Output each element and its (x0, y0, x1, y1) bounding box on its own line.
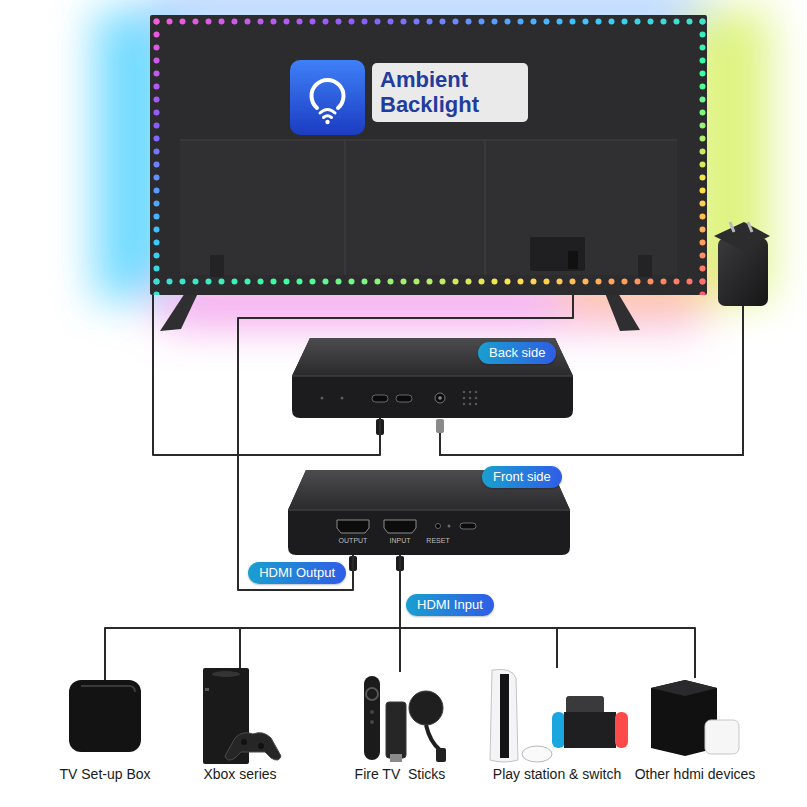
hdmi-head (390, 754, 402, 762)
remote-ring (366, 688, 378, 700)
set-top-box (69, 680, 141, 752)
hdmi-source-art (65, 680, 145, 764)
fire-stick (386, 702, 406, 758)
usb-c-port (372, 395, 388, 402)
joycon-left (552, 712, 565, 748)
hdmi-port (337, 520, 369, 533)
vent-hole (469, 403, 472, 406)
mini-box (705, 720, 739, 754)
side-tag: Front side (482, 466, 562, 488)
box-top (651, 680, 717, 696)
vent-hole (475, 403, 478, 406)
thumbstick (241, 739, 247, 745)
thumbstick (258, 743, 264, 749)
usb-c-port (460, 523, 476, 529)
hdmi-source-art (195, 668, 285, 764)
box-edge (292, 376, 573, 377)
cable (105, 555, 400, 680)
adapter-prong (730, 222, 734, 232)
tv-leg (605, 293, 640, 331)
hdmi-source-art (350, 672, 450, 764)
joycon-right (615, 712, 628, 748)
chromecast-cable (426, 725, 440, 750)
device-caption: Play station & switch (493, 766, 621, 783)
side-tag: Back side (478, 342, 556, 364)
hdmi-port (384, 520, 416, 533)
dc-plug (436, 419, 444, 433)
dc-port (435, 393, 445, 403)
cable-tag: HDMI Input (406, 594, 494, 616)
hdmi-source-art (645, 678, 745, 764)
box-top (292, 338, 573, 376)
remote (364, 676, 380, 760)
cable-tag: HDMI Output (248, 562, 346, 584)
cable (238, 295, 573, 590)
hdmi-source: TV Set-up Box (55, 680, 155, 786)
device-caption: Fire TV Sticks (355, 766, 446, 783)
vent-hole (463, 403, 466, 406)
port-label: INPUT (390, 537, 411, 544)
cable (240, 555, 400, 668)
vent-hole (469, 391, 472, 394)
vent-hole (475, 391, 478, 394)
box-edge (288, 510, 570, 511)
highlight (81, 686, 135, 692)
tv: Ambient Backlight (150, 15, 707, 295)
ps-console (490, 669, 518, 762)
power-adapter (714, 222, 770, 306)
ps-controller (522, 746, 552, 762)
cable (400, 555, 695, 678)
tv-back (150, 15, 707, 295)
power-button (205, 688, 209, 691)
led (448, 525, 451, 528)
adapter-prong (748, 222, 752, 232)
sync-box-back: Back side (292, 338, 573, 418)
vent (212, 671, 240, 677)
switch-screen (564, 712, 616, 748)
hdmi-source: Other hdmi devices (632, 678, 759, 786)
usb-c-port (396, 395, 412, 402)
vent-hole (463, 391, 466, 394)
box-body (292, 338, 573, 418)
remote-button (370, 720, 374, 724)
sync-box-front: Front sideOUTPUTINPUTRESET (288, 470, 570, 555)
remote-button (370, 710, 374, 714)
adapter-face (714, 222, 770, 250)
ps-core (500, 674, 509, 758)
dc-pin (438, 396, 442, 400)
hdmi-source: Xbox series (190, 668, 290, 786)
device-caption: TV Set-up Box (59, 766, 150, 783)
port-label: RESET (426, 537, 449, 544)
ambient-glow (95, 0, 770, 325)
hdmi-source: Fire TV Sticks (345, 672, 455, 786)
hdmi-source-art (482, 668, 632, 764)
led (341, 397, 344, 400)
device-caption: Other hdmi devices (635, 766, 756, 783)
gamepad (225, 733, 281, 760)
hdmi-head (436, 748, 446, 762)
app-title: Ambient Backlight (372, 63, 528, 122)
device-caption: Xbox series (203, 766, 276, 783)
vent-hole (469, 397, 472, 400)
cable (400, 555, 557, 668)
reset-hole (436, 524, 441, 529)
vent-hole (463, 397, 466, 400)
tv-art (150, 15, 707, 295)
led-strip-lights (150, 15, 707, 295)
hdmi-source: Play station & switch (482, 668, 632, 786)
led (321, 397, 324, 400)
vent-hole (475, 397, 478, 400)
tv-leg (160, 293, 198, 331)
chromecast (409, 691, 443, 725)
port-label: OUTPUT (339, 537, 368, 544)
